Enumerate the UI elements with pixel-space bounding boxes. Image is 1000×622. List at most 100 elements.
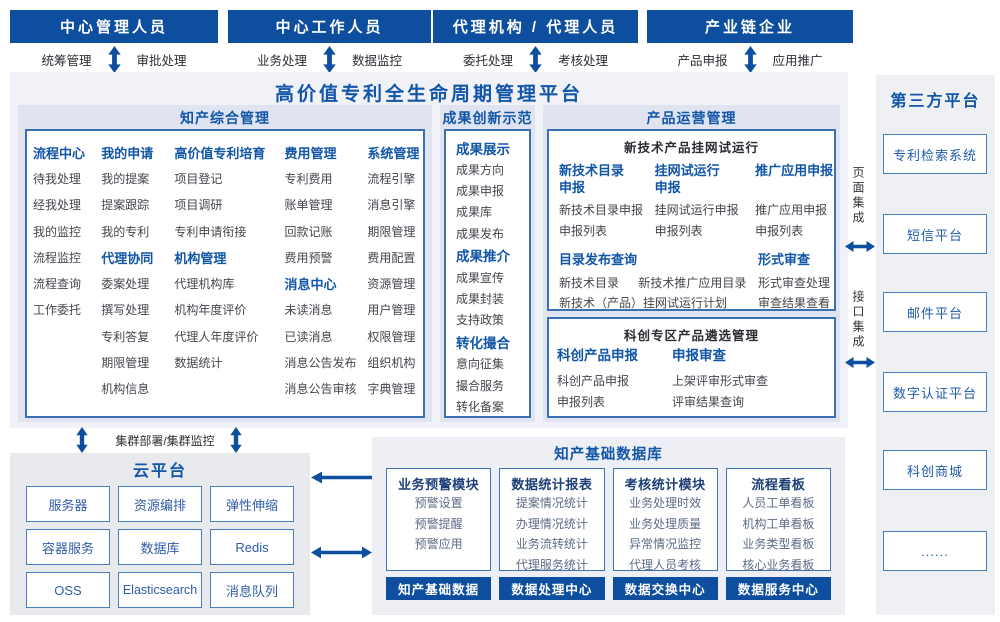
module-item: 申报列表 — [557, 395, 606, 409]
cloud-cell: Redis — [210, 529, 294, 565]
module-group-header: 推广应用申报 — [755, 163, 834, 178]
horizontal-double-arrow-icon — [845, 357, 875, 368]
db-item: 机构工单看板 — [742, 516, 815, 531]
trial-column: 新技术目录申报 新技术目录申报 申报列表 — [559, 162, 655, 242]
cloud-cell: 数据库 — [118, 529, 202, 565]
module-item: 组织机构 — [367, 356, 416, 371]
module-item: 成果库 — [456, 205, 493, 220]
module-item: 新技术推广应用目录 — [638, 276, 747, 290]
module-item: 已读消息 — [284, 329, 333, 344]
module-group-header: 目录发布查询 — [559, 252, 638, 267]
cluster-label: 集群部署/集群监控 — [115, 434, 215, 448]
third-party-title: 第三方平台 — [890, 93, 981, 110]
module-group-header: 申报审查 — [672, 348, 726, 363]
third-party-platform: 专利检索系统 — [883, 134, 987, 174]
module-group-header: 新技术目录申报 — [559, 163, 625, 195]
module-item: 专利答复 — [101, 329, 150, 344]
cloud-cell: 消息队列 — [210, 572, 294, 608]
selection-column: 申报审查 上架评审形式审查 评审结果查询 — [672, 347, 768, 413]
module-item: 代理机构库 — [174, 277, 235, 292]
trial-run-box: 新技术产品挂网试运行 新技术目录申报 新技术目录申报 申报列表 挂网试运行申报 … — [547, 129, 836, 311]
module-item: 支持政策 — [456, 313, 505, 328]
module-item: 账单管理 — [284, 198, 333, 213]
module-item: 费用配置 — [367, 250, 416, 265]
role-header-center-staff: 中心工作人员 — [228, 10, 431, 43]
module-item: 科创产品申报 — [557, 374, 630, 388]
role-action-label: 委托处理 — [462, 53, 513, 68]
module-item: 新技术目录申报 — [559, 203, 644, 217]
module-item: 撰写处理 — [101, 303, 150, 318]
catalog-row: 目录发布查询 新技术目录 新技术推广应用目录 新技术（产品）挂网试运行计划 形式… — [549, 242, 834, 313]
trial-column: 推广应用申报 推广应用申报 申报列表 — [755, 162, 834, 242]
db-item: 异常情况监控 — [629, 537, 702, 551]
module-item: 字典管理 — [367, 382, 416, 397]
module-item: 撮合服务 — [456, 378, 505, 393]
cloud-grid: 服务器 资源编排 弹性伸缩 容器服务 数据库 Redis OSS Elastic… — [26, 486, 294, 608]
module-item: 项目登记 — [174, 171, 223, 186]
db-module: 考核统计模块 业务处理时效 业务处理质量 异常情况监控 代理人员考核 — [612, 468, 718, 572]
db-module: 流程看板 人员工单看板 机构工单看板 业务类型看板 核心业务看板 — [725, 468, 831, 572]
module-group-header: 消息中心 — [284, 277, 337, 293]
module-item: 我的专利 — [101, 224, 150, 239]
horizontal-double-arrow-icon — [311, 546, 372, 559]
role-header-industry-chain: 产业链企业 — [647, 10, 853, 43]
vertical-double-arrow-icon — [743, 45, 757, 73]
ip-column: 高价值专利培育 项目登记 项目调研 专利申请衔接 机构管理 代理机构库 机构年度… — [174, 139, 284, 416]
module-group-header: 科创产品申报 — [557, 348, 638, 363]
ip-column: 我的申请 我的提案 提案跟踪 我的专利 代理协同 委案处理 撰写处理 专利答复 … — [101, 139, 174, 416]
role-action-label: 审批处理 — [136, 53, 187, 68]
module-item: 流程查询 — [33, 277, 82, 292]
module-item: 代理人年度评价 — [174, 329, 259, 344]
db-module: 数据统计报表 提案情况统计 办理情况统计 业务流转统计 代理服务统计 — [499, 468, 605, 572]
cloud-platform-panel: 云平台 服务器 资源编排 弹性伸缩 容器服务 数据库 Redis OSS Ela… — [10, 453, 310, 615]
module-group-header: 机构管理 — [174, 250, 227, 266]
db-item: 业务类型看板 — [742, 537, 815, 551]
left-arrow-icon — [311, 471, 388, 484]
ip-database-panel: 知产基础数据库 业务预警模块 预警设置 预警提醒 预警应用 数据统计报表 提案情… — [372, 437, 845, 615]
db-module-header: 考核统计模块 — [624, 477, 706, 492]
role-header-agencies: 代理机构 / 代理人员 — [433, 10, 638, 43]
role-action-label: 数据监控 — [352, 53, 403, 68]
module-item: 流程引擎 — [367, 171, 416, 186]
module-item: 经我处理 — [33, 198, 82, 213]
db-modules: 业务预警模块 预警设置 预警提醒 预警应用 数据统计报表 提案情况统计 办理情况… — [386, 468, 831, 572]
catalog-publish-query: 目录发布查询 新技术目录 新技术推广应用目录 新技术（产品）挂网试运行计划 — [559, 251, 758, 313]
role-actions-3: 委托处理 考核处理 — [433, 45, 638, 73]
section-title: 成果创新示范 — [442, 110, 533, 126]
module-group-header: 成果展示 — [456, 141, 510, 157]
module-group-header: 高价值专利培育 — [174, 145, 266, 161]
db-item: 业务流转统计 — [515, 537, 588, 551]
vertical-double-arrow-icon — [529, 45, 542, 73]
cloud-cell: Elasticsearch — [118, 572, 202, 608]
role-actions-4: 产品申报 应用推广 — [647, 45, 853, 73]
module-item: 申报列表 — [755, 224, 804, 238]
module-item: 机构信息 — [101, 382, 150, 397]
vertical-double-arrow-icon — [76, 427, 88, 453]
db-item: 核心业务看板 — [742, 557, 815, 572]
module-item: 期限管理 — [367, 224, 416, 239]
module-item: 消息引擎 — [367, 198, 416, 213]
db-module: 业务预警模块 预警设置 预警提醒 预警应用 — [386, 468, 492, 571]
module-item: 用户管理 — [367, 303, 416, 318]
ip-column: 费用管理 专利费用 账单管理 回款记账 费用预警 消息中心 未读消息 已读消息 … — [285, 139, 368, 416]
section-achievement: 成果创新示范 成果展示 成果方向 成果申报 成果库 成果发布 成果推介 成果宣传… — [440, 105, 535, 422]
db-item: 提案情况统计 — [515, 496, 588, 510]
platform-panel: 高价值专利全生命周期管理平台 知产综合管理 流程中心 待我处理 经我处理 我的监… — [10, 72, 848, 428]
selection-columns: 科创产品申报 科创产品申报 申报列表 申报审查 上架评审形式审查 评审结果查询 — [549, 344, 834, 413]
module-item: 期限管理 — [101, 356, 150, 371]
formal-review: 形式审查 形式审查处理 审查结果查看 — [758, 251, 830, 313]
third-party-panel: 第三方平台 专利检索系统 短信平台 邮件平台 数字认证平台 科创商城 .....… — [876, 75, 995, 615]
db-item: 预警提醒 — [414, 516, 463, 531]
role-action-label: 产品申报 — [677, 53, 728, 68]
page-integration-label: 页面集成 — [851, 166, 865, 226]
achievement-box: 成果展示 成果方向 成果申报 成果库 成果发布 成果推介 成果宣传 成果封装 支… — [444, 129, 531, 418]
db-bar: 数据服务中心 — [725, 577, 831, 600]
vertical-double-arrow-icon — [323, 45, 336, 73]
module-group-header: 系统管理 — [367, 145, 420, 161]
module-item: 新技术（产品）挂网试运行计划 — [559, 296, 728, 310]
role-actions-1: 统筹管理 审批处理 — [10, 45, 218, 73]
module-item: 成果封装 — [456, 292, 505, 307]
module-item: 权限管理 — [367, 329, 416, 344]
module-item: 审查结果查看 — [758, 296, 831, 310]
